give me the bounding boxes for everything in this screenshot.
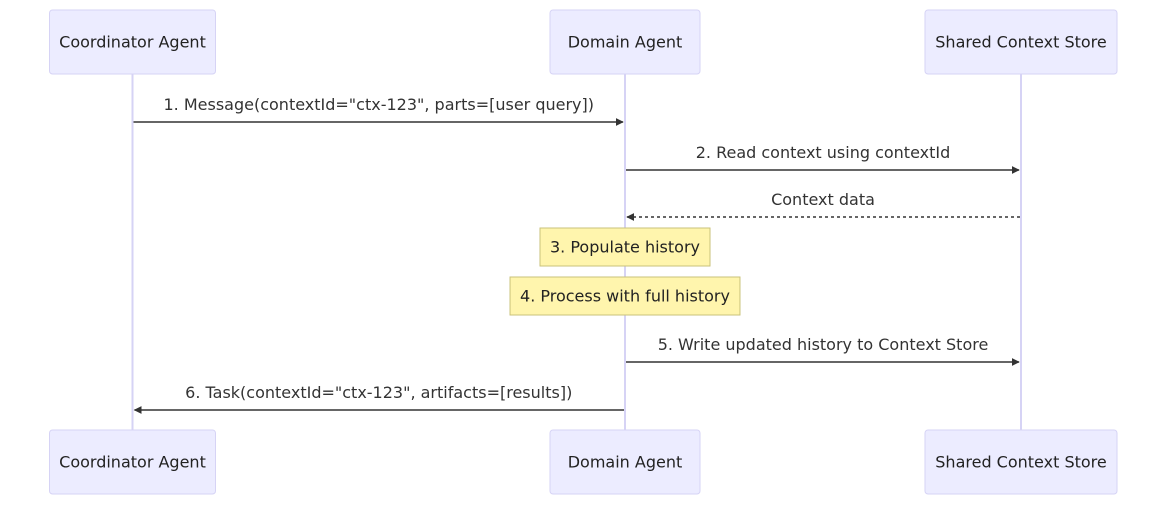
message-1: 1. Message(contextId="ctx-123", parts=[u…: [133, 95, 624, 126]
message-6: 5. Write updated history to Context Stor…: [626, 335, 1020, 366]
actor-label: Shared Context Store: [935, 453, 1106, 472]
message-label: Context data: [771, 190, 875, 209]
actor-coordinator-top: Coordinator Agent: [49, 9, 216, 75]
actor-label: Domain Agent: [568, 33, 683, 52]
actor-label: Coordinator Agent: [59, 453, 206, 472]
actor-store-bottom: Shared Context Store: [924, 429, 1118, 495]
actor-box: [49, 429, 216, 495]
actor-label: Shared Context Store: [935, 33, 1106, 52]
note-label: 3. Populate history: [550, 238, 700, 257]
messages: 1. Message(contextId="ctx-123", parts=[u…: [133, 95, 1020, 414]
actor-coordinator-bottom: Coordinator Agent: [49, 429, 216, 495]
message-label: 5. Write updated history to Context Stor…: [658, 335, 989, 354]
message-7: 6. Task(contextId="ctx-123", artifacts=[…: [133, 383, 624, 414]
actor-box: [549, 429, 701, 495]
actor-domain-bottom: Domain Agent: [549, 429, 701, 495]
actor-box: [924, 9, 1118, 75]
actor-store-top: Shared Context Store: [924, 9, 1118, 75]
note-4: 3. Populate history: [539, 227, 711, 267]
actor-label: Domain Agent: [568, 453, 683, 472]
note-box: [509, 276, 741, 316]
message-3: Context data: [626, 190, 1020, 221]
actor-label: Coordinator Agent: [59, 33, 206, 52]
actor-box: [924, 429, 1118, 495]
message-2: 2. Read context using contextId: [626, 143, 1020, 174]
notes: 3. Populate history 4. Process with full …: [509, 227, 741, 316]
note-5: 4. Process with full history: [509, 276, 741, 316]
actor-box: [49, 9, 216, 75]
actor-domain-top: Domain Agent: [549, 9, 701, 75]
actor-box: [549, 9, 701, 75]
note-label: 4. Process with full history: [520, 287, 730, 306]
note-box: [539, 227, 711, 267]
message-label: 1. Message(contextId="ctx-123", parts=[u…: [164, 95, 595, 114]
message-label: 2. Read context using contextId: [696, 143, 951, 162]
actors-bottom: Coordinator Agent Domain Agent Shared Cont…: [49, 429, 1118, 495]
actors-top: Coordinator Agent Domain Agent Shared Cont…: [49, 9, 1118, 75]
message-label: 6. Task(contextId="ctx-123", artifacts=[…: [185, 383, 572, 402]
